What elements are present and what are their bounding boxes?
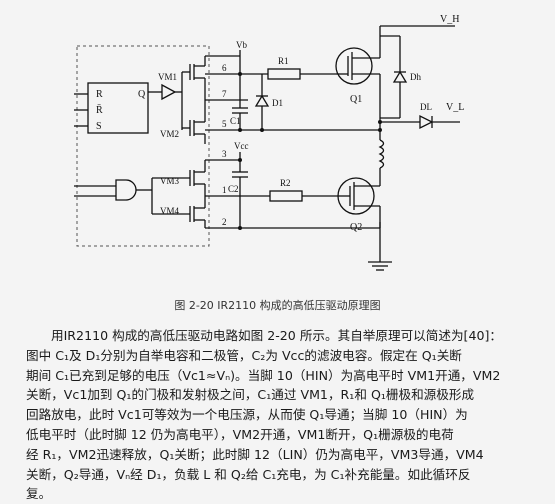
r1-label: R1 bbox=[278, 56, 289, 66]
q1-label: Q1 bbox=[350, 94, 362, 105]
dl-diode bbox=[419, 114, 434, 130]
r2-resistor bbox=[269, 190, 303, 202]
paragraph-line: 用IR2110 构成的高低压驱动电路如图 2-20 所示。其自举原理可以简述为[… bbox=[51, 328, 502, 343]
ic-outline bbox=[76, 45, 210, 247]
vm1-label: VM1 bbox=[158, 72, 177, 82]
r1-resistor bbox=[267, 68, 301, 80]
paragraph-line: 图中 C₁及 D₁分别为自举电容和二极管，C₂为 Vcc的滤波电容。假定在 Q₁… bbox=[26, 347, 462, 363]
vm4-label: VM4 bbox=[160, 206, 180, 216]
paragraph-line: 复。 bbox=[26, 486, 52, 502]
paragraph-line: 关断，Q₂导通，Vₙ经 D₁，负载 L 和 Q₂给 C₁充电，为 C₁补充能量。… bbox=[26, 466, 471, 482]
ff-rbar-label: R̄ bbox=[96, 104, 103, 116]
pin5-label: 5 bbox=[222, 119, 227, 129]
d1-diode bbox=[254, 94, 270, 107]
ff-r-label: R bbox=[96, 89, 103, 100]
d1-label: D1 bbox=[272, 98, 283, 108]
vb-label: Vb bbox=[236, 40, 247, 50]
dh-diode bbox=[392, 70, 408, 83]
paragraph-line: 回路放电，此时 Vc1可等效为一个电压源，从而使 Q₁导通；当脚 10（HIN）… bbox=[26, 407, 468, 423]
c2-label: C2 bbox=[228, 184, 239, 194]
flipflop-block bbox=[87, 82, 149, 134]
buffer-triangle bbox=[161, 83, 177, 101]
body-paragraph: 用IR2110 构成的高低压驱动电路如图 2-20 所示。其自举原理可以简述为[… bbox=[26, 326, 536, 504]
paragraph-line: 低电平时（此时脚 12 仍为高电平），VM2开通，VM1断开，Q₁栅源极的电荷 bbox=[26, 426, 454, 442]
ff-q-label: Q bbox=[138, 89, 146, 100]
pin6-label: 6 bbox=[222, 63, 227, 73]
dh-label: Dh bbox=[410, 72, 421, 82]
vh-label: V_H bbox=[440, 14, 459, 25]
q1-transistor bbox=[335, 47, 373, 85]
pin7-label: 7 bbox=[222, 89, 227, 99]
and-gate bbox=[115, 179, 137, 201]
pin3-label: 3 bbox=[222, 149, 227, 159]
c1-label: C1 bbox=[230, 116, 241, 126]
paragraph-line: 期间 C₁已充到足够的电压（Vc1≈Vₙ)。当脚 10（HIN）为高电平时 VM… bbox=[26, 367, 501, 383]
ff-s-label: S bbox=[96, 121, 102, 132]
r2-label: R2 bbox=[280, 178, 291, 188]
dl-label: DL bbox=[420, 102, 432, 112]
figure-caption: 图 2-20 IR2110 构成的高低压驱动原理图 bbox=[174, 299, 381, 312]
vl-label: V_L bbox=[446, 102, 464, 113]
pin1-label: 1 bbox=[222, 185, 227, 195]
vm2-label: VM2 bbox=[160, 129, 179, 139]
vm3-label: VM3 bbox=[160, 176, 180, 186]
paragraph-line: 经 R₁，VM2迅速释放，Q₁关断；此时脚 12（LIN）仍为高电平，VM3导通… bbox=[26, 446, 484, 462]
paragraph-line: 关断，Vc1加到 Q₁的门极和发射极之间，C₁通过 VM1，R₁和 Q₁栅极和源… bbox=[26, 387, 475, 403]
q2-label: Q2 bbox=[350, 222, 362, 233]
inductor-l bbox=[378, 139, 385, 169]
pin2-label: 2 bbox=[222, 217, 227, 227]
circuit-diagram: R R̄ S Q VM1 VM2 Vb 6 bbox=[74, 14, 464, 271]
vcc-label: Vcc bbox=[234, 141, 249, 151]
